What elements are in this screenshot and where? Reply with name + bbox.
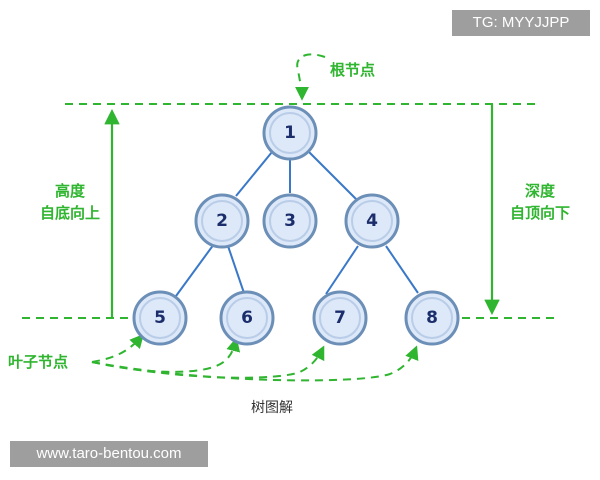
tree-node-4: 4: [344, 193, 400, 249]
node-label-4: 4: [366, 211, 378, 231]
tree-node-7: 7: [312, 290, 368, 346]
leaf-pointer-to-8: [91, 345, 419, 382]
edge-2-5: [175, 243, 215, 297]
node-label-8: 8: [426, 308, 438, 328]
height-label-line1: 高度: [55, 182, 86, 200]
node-label-1: 1: [284, 123, 296, 143]
root-pointer-arrow: [294, 53, 326, 101]
edge-1-2: [235, 151, 273, 197]
edge-4-7: [325, 245, 359, 295]
url-watermark: www.taro-bentou.com: [10, 441, 208, 467]
tree-node-2: 2: [194, 193, 250, 249]
edge-2-6: [227, 245, 245, 294]
edge-1-4: [308, 151, 357, 200]
root-node-label: 根节点: [330, 61, 375, 79]
node-label-5: 5: [154, 308, 166, 328]
leaf-pointer-to-5: [91, 333, 144, 363]
diagram-caption: 树图解: [251, 400, 293, 416]
leaf-node-label: 叶子节点: [8, 353, 68, 371]
depth-label-line1: 深度: [525, 182, 556, 200]
tree-node-1: 1: [262, 105, 318, 161]
tree-node-3: 3: [262, 193, 318, 249]
tree-node-8: 8: [404, 290, 460, 346]
node-label-7: 7: [334, 308, 346, 328]
height-label-line2: 自底向上: [40, 204, 100, 222]
node-label-3: 3: [284, 211, 296, 231]
depth-label-line2: 自顶向下: [510, 204, 570, 222]
tg-watermark: TG: MYYJJPP: [452, 10, 590, 36]
node-label-6: 6: [241, 308, 253, 328]
edge-4-8: [385, 245, 419, 294]
tree-node-6: 6: [219, 290, 275, 346]
tree-node-5: 5: [132, 290, 188, 346]
leaf-pointer-to-7: [91, 345, 325, 379]
node-label-2: 2: [216, 211, 228, 231]
